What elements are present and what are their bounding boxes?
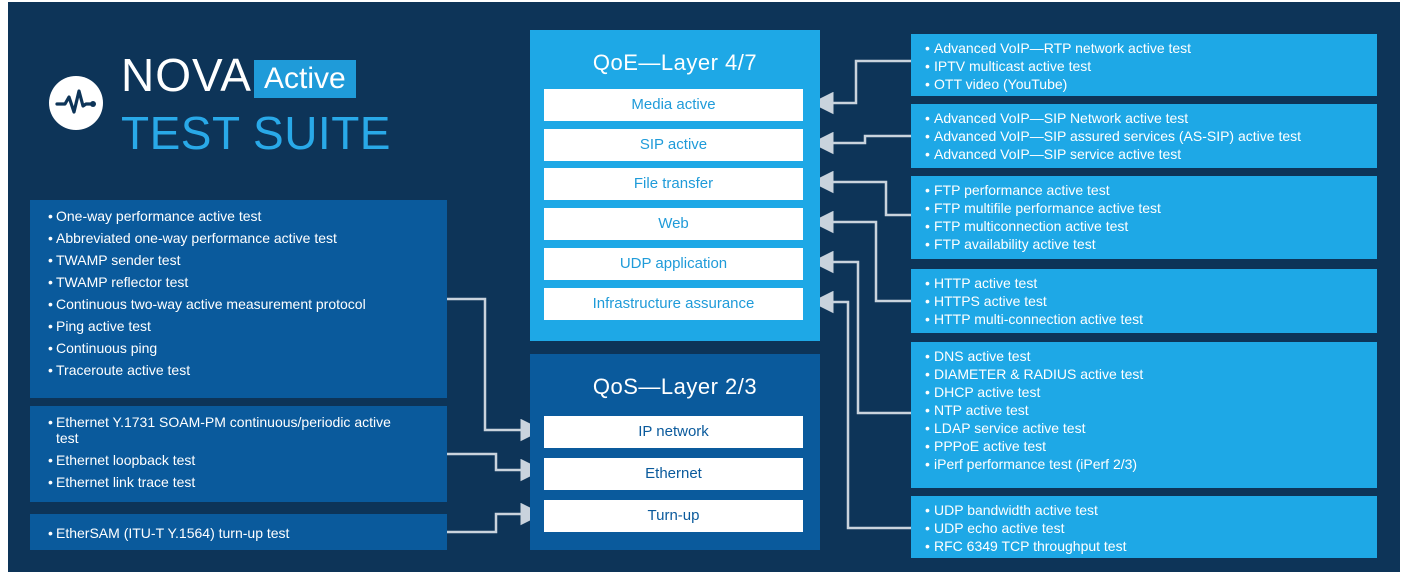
connector-sip [811,131,911,155]
connector-web [811,210,911,303]
connector-file-transfer [811,170,911,217]
list-item: Ping active test [48,318,441,334]
qos-layer-panel: QoS—Layer 2/3 IP network Ethernet Turn-u… [530,354,820,550]
logo-wordmark: NOVA [121,49,252,101]
list-item: Advanced VoIP—SIP service active test [925,145,1371,163]
list-item: iPerf performance test (iPerf 2/3) [925,455,1371,473]
qoe-item-udp-application[interactable]: UDP application [544,248,803,280]
list-item: NTP active test [925,401,1371,419]
right-group-infrastructure: DNS active test DIAMETER & RADIUS active… [911,342,1377,488]
list-item: Advanced VoIP—SIP Network active test [925,109,1371,127]
qos-item-ethernet[interactable]: Ethernet [544,458,803,490]
logo-subtitle: TEST SUITE [121,107,391,159]
connector-ip-network [447,297,543,442]
list-item: TWAMP reflector test [48,274,441,290]
right-group-http: HTTP active test HTTPS active test HTTP … [911,269,1377,333]
connector-lines [447,59,911,534]
list-item: Continuous ping [48,340,441,356]
list-item: DHCP active test [925,383,1371,401]
right-group-sip: Advanced VoIP—SIP Network active test Ad… [911,104,1377,168]
list-item: One-way performance active test [48,208,441,224]
qos-panel-title: QoS—Layer 2/3 [592,374,758,399]
connector-infrastructure [811,290,911,530]
qos-item-turn-up[interactable]: Turn-up [544,500,803,532]
list-item: HTTP active test [925,274,1371,292]
connector-ethernet [447,452,543,482]
left-group-ethernet-tests: Ethernet Y.1731 SOAM-PM continuous/perio… [30,406,447,502]
connector-turn-up [447,502,543,534]
list-item: IPTV multicast active test [925,57,1371,75]
list-item: UDP echo active test [925,519,1371,537]
list-item: Abbreviated one-way performance active t… [48,230,441,246]
list-item: OTT video (YouTube) [925,75,1371,93]
list-item: Continuous two-way active measurement pr… [48,296,441,312]
qoe-item-infrastructure-assurance[interactable]: Infrastructure assurance [544,288,803,320]
list-item: Advanced VoIP—RTP network active test [925,39,1371,57]
connector-media [811,59,911,115]
list-item: PPPoE active test [925,437,1371,455]
logo-badge: Active [254,60,356,98]
list-item: UDP bandwidth active test [925,501,1371,519]
list-item: HTTPS active test [925,292,1371,310]
right-group-media: Advanced VoIP—RTP network active test IP… [911,34,1377,96]
list-item: DIAMETER & RADIUS active test [925,365,1371,383]
list-item: Advanced VoIP—SIP assured services (AS-S… [925,127,1371,145]
list-item: FTP multiconnection active test [925,217,1371,235]
list-item: Ethernet Y.1731 SOAM-PM continuous/perio… [48,414,417,446]
qoe-item-file-transfer[interactable]: File transfer [544,168,803,200]
right-group-ftp: FTP performance active test FTP multifil… [911,176,1377,259]
list-item: Ethernet loopback test [48,452,417,468]
list-item: LDAP service active test [925,419,1371,437]
right-group-udp: UDP bandwidth active test UDP echo activ… [911,496,1377,558]
left-group-ip-tests: One-way performance active test Abbrevia… [30,200,447,398]
qos-item-ip-network[interactable]: IP network [544,416,803,448]
list-item: FTP performance active test [925,181,1371,199]
list-item: HTTP multi-connection active test [925,310,1371,328]
list-item: DNS active test [925,347,1371,365]
qoe-item-media-active[interactable]: Media active [544,89,803,121]
list-item: Traceroute active test [48,362,441,378]
list-item: TWAMP sender test [48,252,441,268]
list-item: FTP multifile performance active test [925,199,1371,217]
qoe-item-web[interactable]: Web [544,208,803,240]
list-item: FTP availability active test [925,235,1371,253]
list-item: RFC 6349 TCP throughput test [925,537,1371,555]
list-item: EtherSAM (ITU-T Y.1564) turn-up test [48,525,441,541]
qoe-layer-panel: QoE—Layer 4/7 Media active SIP active Fi… [530,30,820,341]
qoe-item-sip-active[interactable]: SIP active [544,129,803,161]
left-group-turnup-tests: EtherSAM (ITU-T Y.1564) turn-up test [30,514,447,550]
list-item: Ethernet link trace test [48,474,417,490]
waveform-logo-icon [49,76,103,130]
connector-udp-application [811,250,911,415]
diagram-canvas: NOVA Active TEST SUITE QoE—Layer 4/7 Med… [8,2,1400,572]
qoe-panel-title: QoE—Layer 4/7 [592,50,758,75]
